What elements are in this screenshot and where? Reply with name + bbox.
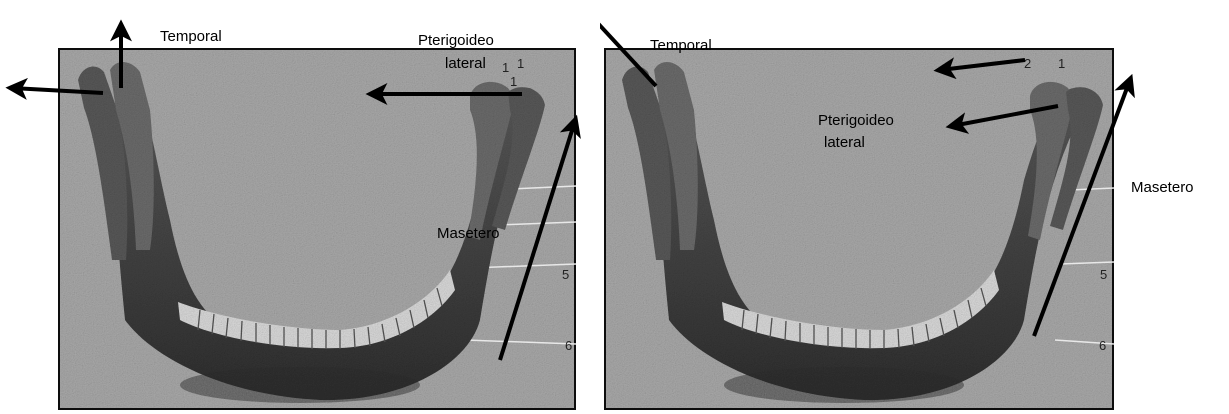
left-label-temporal: Temporal — [160, 28, 222, 45]
right-number: 1 — [1058, 56, 1065, 71]
right-label-temporal: Temporal — [650, 37, 712, 54]
left-number: 1 — [502, 60, 509, 75]
left-number: 6 — [565, 338, 572, 353]
left-number: 1 — [517, 56, 524, 71]
right-label-masseter: Masetero — [1131, 179, 1194, 196]
left-label-pterygoid-line2: lateral — [445, 55, 486, 72]
left-label-masseter: Masetero — [437, 225, 500, 242]
right-number: 2 — [1024, 56, 1031, 71]
right-number: 6 — [1099, 338, 1106, 353]
arrow-icon — [372, 92, 520, 94]
right-label-pterygoid-line1: Pterigoideo — [818, 112, 894, 129]
left-number: 1 — [510, 74, 517, 89]
left-label-pterygoid-line1: Pterigoideo — [418, 32, 494, 49]
right-label-pterygoid-line2: lateral — [824, 134, 865, 151]
right-number: 5 — [1100, 267, 1107, 282]
left-diagram: 1 1 1 5 6 Temporal Pterigoideo lateral M… — [0, 0, 600, 414]
left-number: 5 — [562, 267, 569, 282]
right-diagram: 2 1 6 5 Temporal Pterigoideo lateral Mas… — [600, 0, 1229, 414]
